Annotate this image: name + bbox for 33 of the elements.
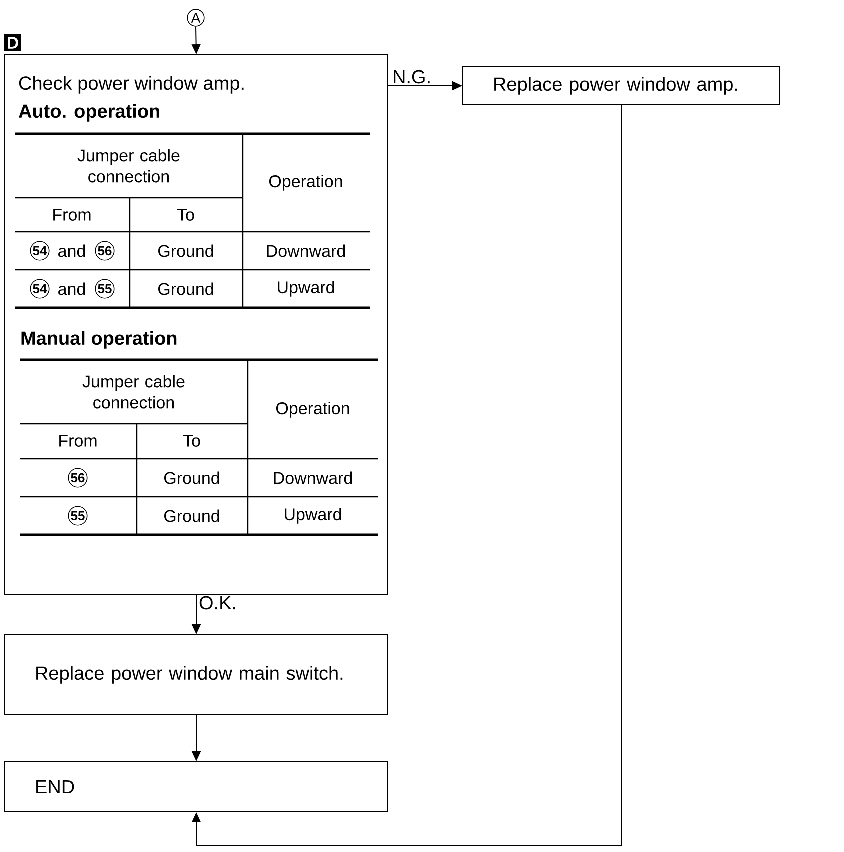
table-cell: and (58, 282, 86, 296)
table-cell: Jumper cable connection (82, 375, 185, 409)
table-cell: and (58, 244, 86, 258)
circled-number: 54 (30, 241, 50, 261)
table-cell: Jumper cable connection (78, 149, 180, 183)
edge-label: O.K. (198, 595, 238, 611)
process-box: Replace power window main switch. (4, 634, 388, 716)
circled-number: 56 (68, 468, 88, 488)
table-cell: Ground (158, 244, 214, 258)
circled-number: 55 (95, 279, 115, 299)
process-box: END (4, 762, 388, 812)
table-cell: To (177, 209, 194, 221)
section-heading: Manual operation (22, 331, 177, 349)
table-cell: Upward (285, 508, 342, 524)
edge-label: N.G. (391, 69, 433, 85)
table-cell: Ground (158, 282, 214, 296)
table-cell: Operation (276, 402, 350, 418)
process-box: Replace power window amp. (462, 66, 780, 106)
circled-number: 56 (95, 241, 115, 261)
table-cell: From (60, 435, 97, 447)
circled-number: 55 (68, 506, 88, 526)
table-cell: From (54, 209, 91, 221)
table-cell: Upward (278, 281, 334, 297)
section-badge: D (4, 34, 22, 52)
table-cell: To (183, 435, 200, 447)
arrow (192, 105, 622, 846)
table-cell: Operation (269, 175, 342, 191)
section-heading: Auto. operation (18, 104, 160, 122)
circled-number: 54 (30, 279, 50, 299)
table-cell: Downward (274, 472, 352, 484)
table-cell: Downward (267, 244, 346, 258)
table-cell: Ground (164, 510, 220, 522)
table-cell: Ground (164, 472, 220, 484)
